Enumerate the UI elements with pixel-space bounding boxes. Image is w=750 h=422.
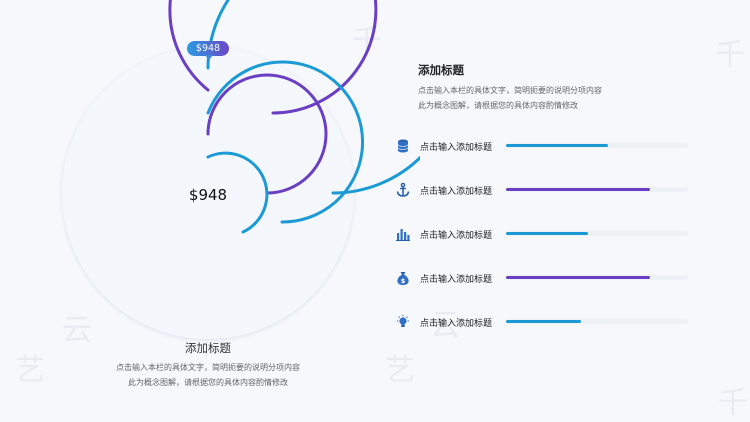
watermark-char: 千: [715, 38, 745, 73]
bar-track: [506, 275, 688, 280]
watermark-char: 云: [62, 313, 92, 348]
bar-row-label: 点击输入添加标题: [420, 231, 493, 241]
ring-3-arc: [206, 60, 365, 224]
bar-row-4: $ 点击输入添加标题: [395, 270, 695, 288]
right-desc-line1: 点击输入本栏的具体文字，简明扼要的说明分项内容: [418, 86, 602, 95]
left-desc-line2: 此为概念图解，请根据您的具体内容酌情修改: [128, 378, 288, 387]
svg-text:$: $: [401, 277, 406, 285]
database-icon: [397, 139, 409, 153]
bar-fill: [506, 144, 608, 147]
bar-fill: [506, 188, 650, 191]
ring-chart: [62, 0, 420, 339]
left-text-block: 添加标题 点击输入本栏的具体文字，简明扼要的说明分项内容 此为概念图解，请根据您…: [100, 340, 316, 390]
bar-row-3: 点击输入添加标题: [395, 226, 695, 244]
bar-row-2: 点击输入添加标题: [395, 182, 695, 200]
bar-row-label: 点击输入添加标题: [420, 319, 493, 329]
left-desc-line1: 点击输入本栏的具体文字，简明扼要的说明分项内容: [116, 363, 300, 372]
bar-fill: [506, 232, 588, 235]
watermark-char: 云: [430, 308, 460, 343]
bar-row-label: 点击输入添加标题: [420, 275, 493, 285]
center-value: $948: [188, 186, 228, 204]
bar-fill: [506, 276, 650, 279]
ring-4-arc: [206, 73, 328, 195]
ring-5-arc: [206, 151, 269, 234]
bar-track: [506, 187, 688, 192]
bar-chart-icon: [396, 229, 410, 241]
watermark-char: 艺: [15, 353, 45, 388]
money-bag-icon: $: [397, 272, 409, 285]
left-title: 添加标题: [185, 341, 231, 355]
bar-row-5: 点击输入添加标题: [395, 314, 695, 332]
right-title: 添加标题: [418, 63, 464, 77]
ring-1-arc: [206, 0, 420, 195]
ring-chart-backdrop: [62, 47, 354, 339]
right-text-block: 添加标题 点击输入本栏的具体文字，简明扼要的说明分项内容 此为概念图解，请根据您…: [418, 62, 718, 113]
lightbulb-icon: [397, 314, 409, 327]
bar-track: [506, 143, 688, 148]
anchor-icon: [396, 182, 410, 197]
bar-track: [506, 319, 688, 324]
bar-track: [506, 231, 688, 236]
bar-row-label: 点击输入添加标题: [420, 143, 493, 153]
bar-row-1: 点击输入添加标题: [395, 138, 695, 156]
watermark-char: 艺: [385, 353, 415, 388]
ring-2-arc: [168, 0, 378, 115]
right-desc-line2: 此为概念图解，请根据您的具体内容酌情修改: [418, 101, 578, 110]
bar-row-label: 点击输入添加标题: [420, 187, 493, 197]
bar-fill: [506, 320, 581, 323]
watermark-char: 千: [718, 386, 748, 421]
value-callout: $948: [187, 41, 229, 60]
